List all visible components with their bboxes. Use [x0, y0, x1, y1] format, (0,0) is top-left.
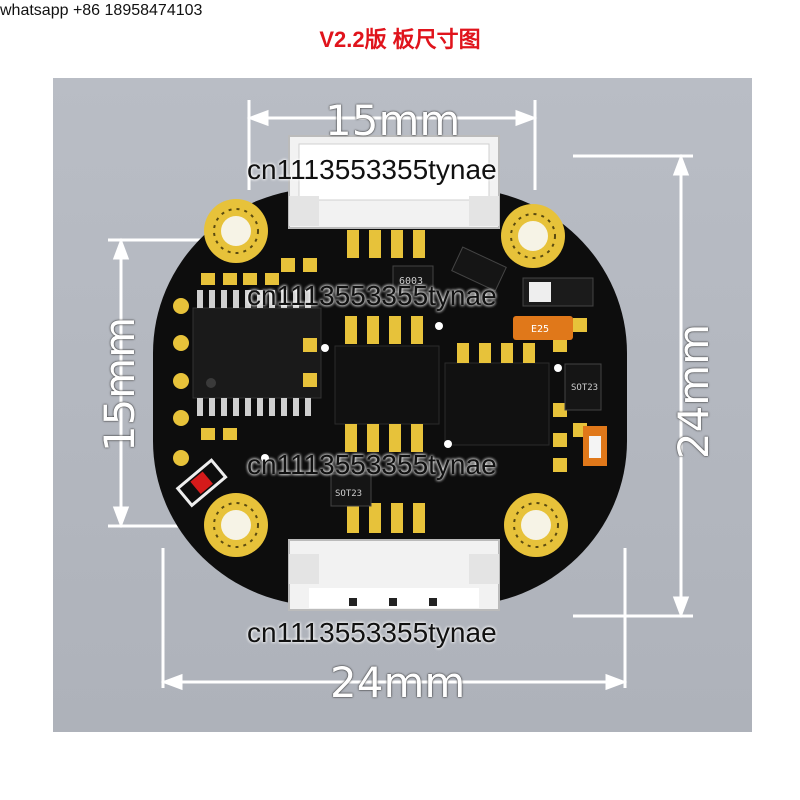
dim-top: 15mm — [325, 96, 461, 145]
red-led — [175, 458, 228, 508]
dimension-lines — [108, 100, 693, 691]
top-connector — [288, 135, 500, 229]
smd-passives — [201, 258, 607, 472]
center-chips — [334, 316, 550, 452]
dim-bottom: 24mm — [330, 658, 466, 707]
mounting-holes — [204, 199, 568, 557]
contact-info: whatsapp +86 18958474103 — [0, 2, 203, 19]
page-title: V2.2版 板尺寸图 — [319, 27, 481, 52]
bottom-connector — [288, 539, 500, 611]
pcb-render: 6003 SOT23 SOT23 E25 — [108, 100, 693, 691]
watermark-text: cn1113553355tynae — [247, 617, 497, 648]
connector-pads — [347, 230, 425, 533]
left-ic — [192, 290, 322, 416]
ic-top-label: 6003 — [399, 276, 423, 287]
capacitor-label: E25 — [531, 324, 549, 335]
watermark-text: cn1113553355tynae — [247, 280, 497, 311]
side-pads — [173, 298, 189, 466]
vias — [261, 322, 562, 462]
small-ics — [330, 246, 602, 507]
dim-left: 15mm — [95, 316, 145, 453]
dim-right: 24mm — [669, 323, 719, 460]
ic-bottom-left-label: SOT23 — [335, 489, 362, 499]
watermark-text: cn1113553355tynae — [247, 154, 497, 185]
ic-right-label: SOT23 — [571, 383, 598, 393]
watermark-text: cn1113553355tynae — [247, 449, 497, 480]
